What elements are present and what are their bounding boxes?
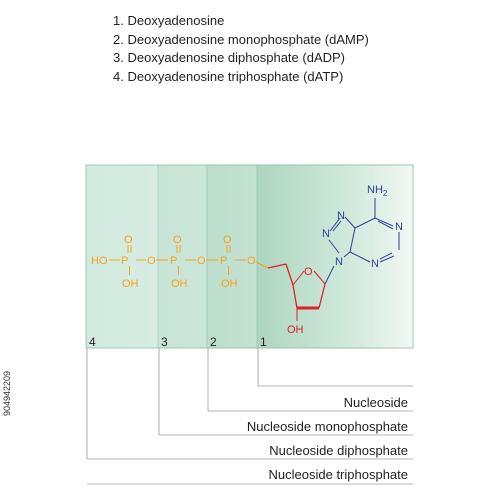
bridge-oxygen-1: O xyxy=(147,255,156,267)
n3-label: N xyxy=(371,258,379,270)
nh2-label: NH2 xyxy=(367,184,388,198)
deoxyribose-ring xyxy=(267,263,335,321)
compound-list: 1. Deoxyadenosine 2. Deoxyadenosine mono… xyxy=(113,12,369,86)
oh-gamma: OH xyxy=(122,278,139,290)
n9-label: N xyxy=(335,256,343,268)
n7-label: N xyxy=(337,210,345,222)
oxo-gamma: O xyxy=(124,234,133,246)
phosphorus-gamma: P xyxy=(121,255,128,267)
bridge-oxygen-2: O xyxy=(197,255,206,267)
label-nucleoside-diphosphate: Nucleoside diphosphate xyxy=(269,443,408,458)
oh-beta: OH xyxy=(171,278,188,290)
list-item-3: 3. Deoxyadenosine diphosphate (dADP) xyxy=(113,50,345,65)
sugar-oh-label: OH xyxy=(287,324,304,336)
bridge-oxygen-3: O xyxy=(247,255,256,267)
phosphorus-beta: P xyxy=(170,255,177,267)
oh-alpha: OH xyxy=(221,278,238,290)
panel-number-2: 2 xyxy=(210,335,217,349)
panel-number-4: 4 xyxy=(89,335,96,349)
list-item-4: 4. Deoxyadenosine triphosphate (dATP) xyxy=(113,68,344,84)
oxo-beta: O xyxy=(173,234,182,246)
bracket-lines xyxy=(86,348,413,485)
n-c8-label: N xyxy=(322,228,330,240)
ho-label: HO xyxy=(91,255,108,267)
phosphate-chain: HO P O OH O P O OH O P O OH xyxy=(91,234,269,290)
list-item-1: 1. Deoxyadenosine xyxy=(113,13,225,28)
adenine-base xyxy=(328,198,400,263)
panel-number-1: 1 xyxy=(260,335,267,349)
list-item-2: 2. Deoxyadenosine monophosphate (dAMP) xyxy=(113,31,369,47)
deoxyadenosine-triphosphate-structure: HO P O OH O P O OH O P O OH xyxy=(91,184,403,336)
oxo-alpha: O xyxy=(223,234,232,246)
n1-label: N xyxy=(395,221,403,233)
panel-number-3: 3 xyxy=(161,335,168,349)
panel-1 xyxy=(256,164,414,349)
ring-oxygen: O xyxy=(304,266,313,278)
label-nucleoside: Nucleoside xyxy=(343,395,408,410)
label-nucleoside-monophosphate: Nucleoside monophosphate xyxy=(246,419,408,434)
stock-id: 904942209 xyxy=(2,370,12,416)
phosphorus-alpha: P xyxy=(220,255,227,267)
label-nucleoside-triphosphate: Nucleoside triphosphate xyxy=(268,467,408,482)
